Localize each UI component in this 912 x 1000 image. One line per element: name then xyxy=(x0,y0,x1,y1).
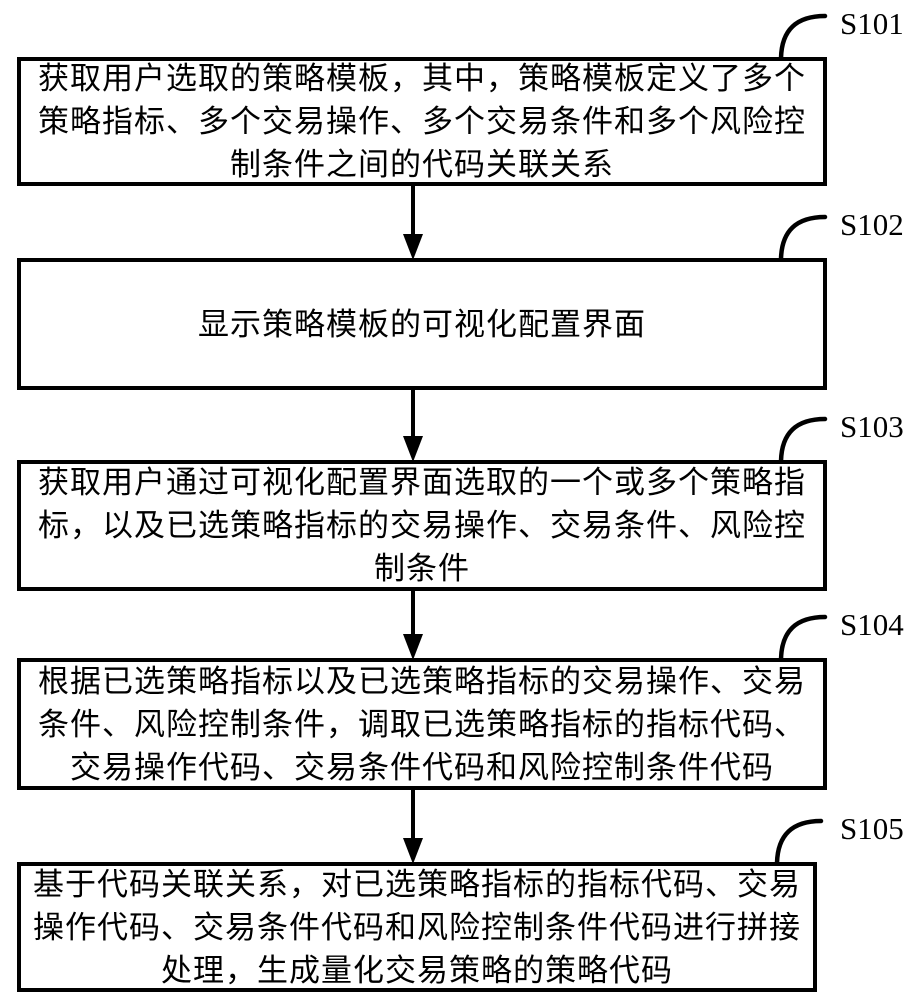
process-box-text: 基于代码关联关系，对已选策略指标的指标代码、交易 操作代码、交易条件代码和风险控… xyxy=(33,866,801,988)
process-box: 根据已选策略指标以及已选策略指标的交易操作、交易 条件、风险控制条件，调取已选策… xyxy=(17,658,827,790)
step-label: S104 xyxy=(840,607,904,642)
down-arrow xyxy=(400,790,426,864)
arrow-shaft xyxy=(411,790,415,840)
step-label: S103 xyxy=(840,409,904,444)
process-box: 获取用户通过可视化配置界面选取的一个或多个策略指 标，以及已选策略指标的交易操作… xyxy=(17,460,827,591)
process-box-text: 获取用户选取的策略模板，其中，策略模板定义了多个 策略指标、多个交易操作、多个交… xyxy=(38,61,806,182)
arrow-head-icon xyxy=(403,436,423,462)
down-arrow xyxy=(400,186,426,260)
arrow-head-icon xyxy=(403,234,423,260)
down-arrow xyxy=(400,591,426,660)
process-box: 基于代码关联关系，对已选策略指标的指标代码、交易 操作代码、交易条件代码和风险控… xyxy=(17,862,817,992)
arrow-shaft xyxy=(411,390,415,438)
process-box-text: 获取用户通过可视化配置界面选取的一个或多个策略指 标，以及已选策略指标的交易操作… xyxy=(38,465,806,586)
step-label: S102 xyxy=(840,207,904,242)
arrow-head-icon xyxy=(403,634,423,660)
step-connector-hook xyxy=(778,13,828,59)
down-arrow xyxy=(400,390,426,462)
process-box-text: 显示策略模板的可视化配置界面 xyxy=(198,306,646,342)
arrow-shaft xyxy=(411,591,415,636)
process-box: 获取用户选取的策略模板，其中，策略模板定义了多个 策略指标、多个交易操作、多个交… xyxy=(17,57,827,186)
step-connector-hook xyxy=(778,416,828,462)
step-connector-hook xyxy=(774,818,824,864)
step-label: S105 xyxy=(840,811,904,846)
arrow-head-icon xyxy=(403,838,423,864)
arrow-shaft xyxy=(411,186,415,236)
step-label: S101 xyxy=(840,6,904,41)
step-connector-hook xyxy=(778,614,828,660)
process-box-text: 根据已选策略指标以及已选策略指标的交易操作、交易 条件、风险控制条件，调取已选策… xyxy=(38,663,806,785)
process-box: 显示策略模板的可视化配置界面 xyxy=(17,258,827,390)
step-connector-hook xyxy=(778,214,828,260)
